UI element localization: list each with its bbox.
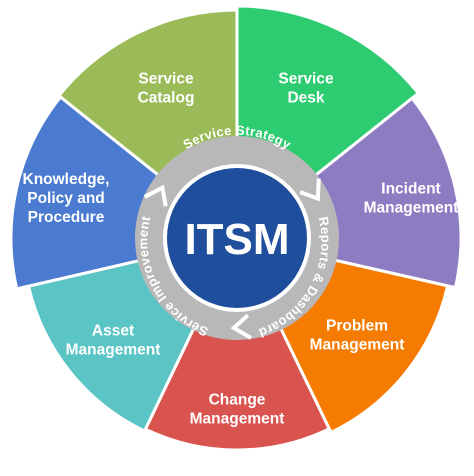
segment-label-line: Change [209, 392, 266, 409]
segment-label-line: Knowledge, [23, 171, 110, 188]
segment-label-line: Asset [92, 323, 134, 340]
segment-label-line: Desk [287, 90, 324, 107]
ring-chevron [230, 313, 253, 340]
segment-label-line: Problem [326, 318, 388, 335]
segment-label-line: Management [364, 200, 459, 217]
center-label: ITSM [184, 215, 289, 264]
ring-chevron [299, 178, 321, 202]
segment-label-line: Management [66, 342, 161, 359]
segment-label-line: Catalog [138, 90, 195, 107]
segment-label-line: Management [310, 337, 405, 354]
segment-label-line: Service [278, 71, 334, 88]
ring-chevrons [143, 178, 321, 340]
segment-label-line: Incident [381, 181, 440, 198]
segment-label-line: Policy and [27, 190, 105, 207]
ring-chevron [143, 184, 168, 207]
center-circle [167, 168, 307, 308]
segment-label-line: Service [138, 71, 194, 88]
segment-label-line: Procedure [28, 209, 105, 226]
segment-label-line: Management [190, 411, 285, 428]
